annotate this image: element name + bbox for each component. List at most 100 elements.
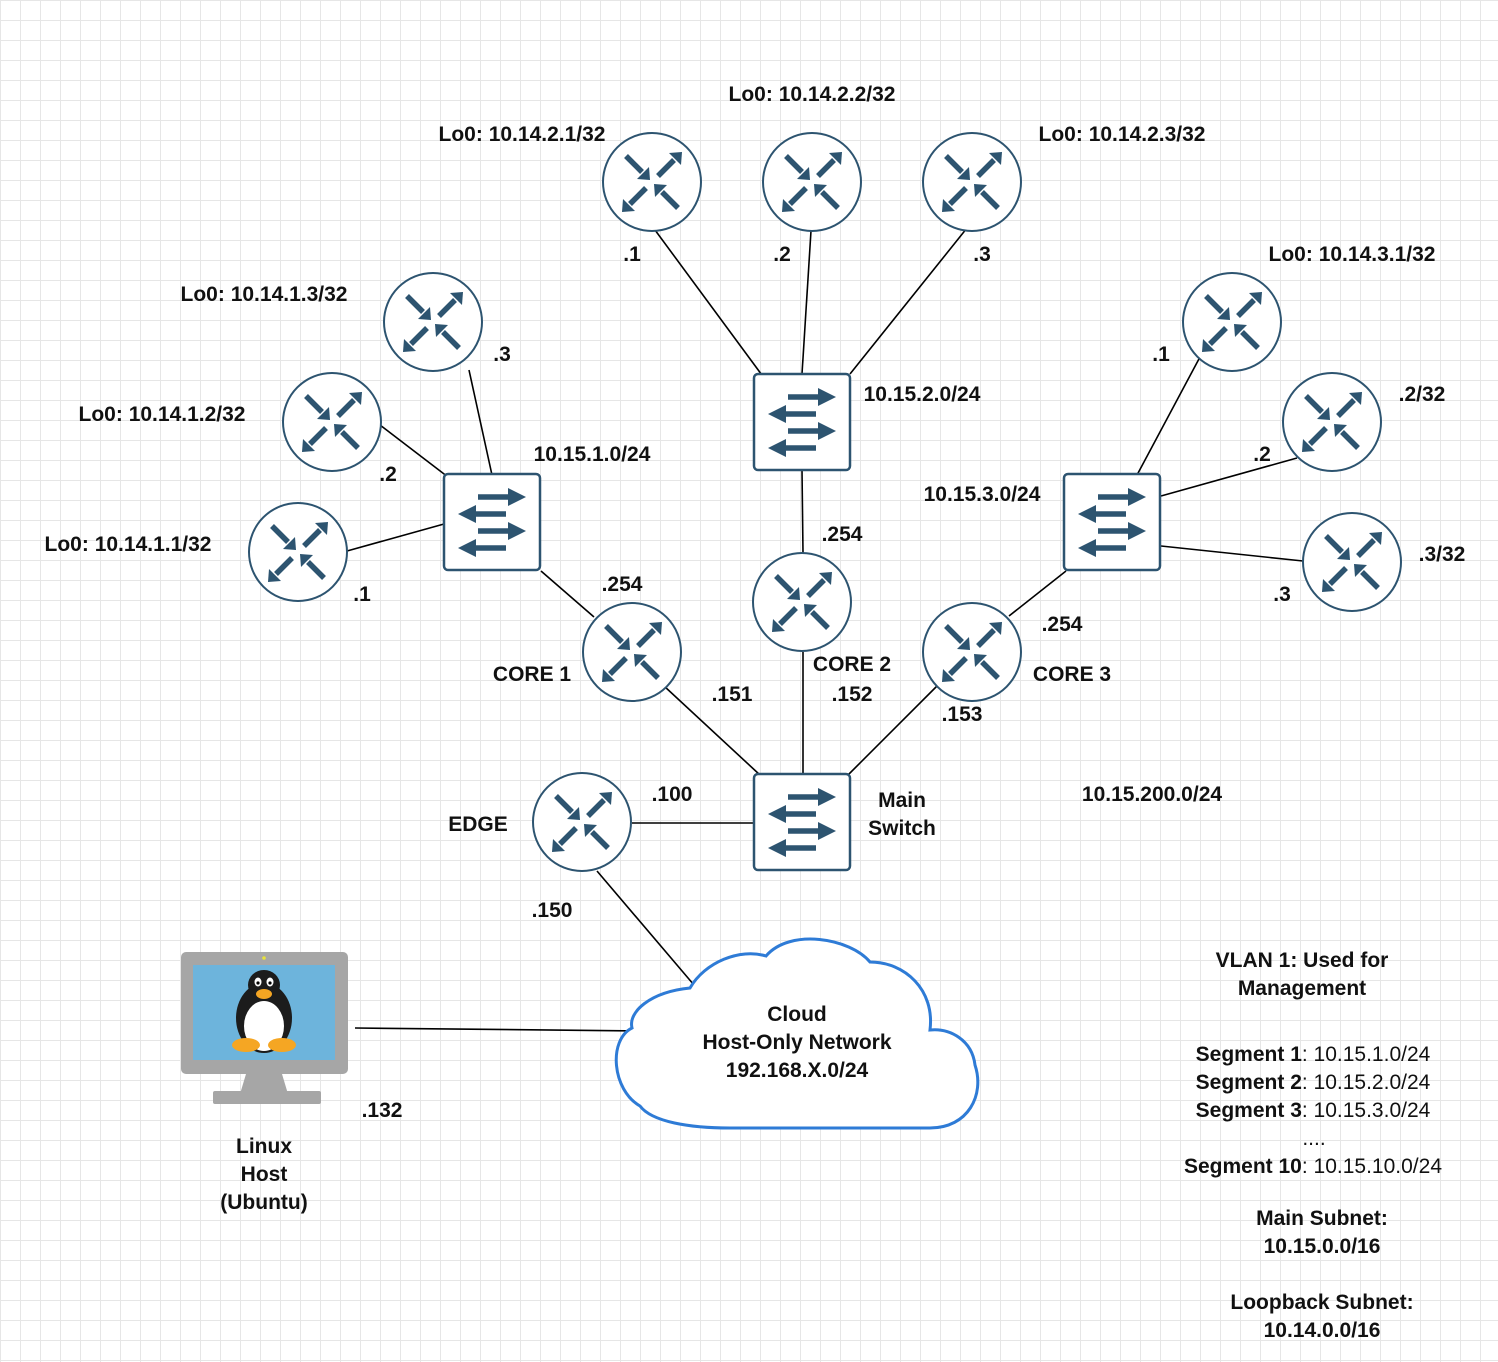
r12-loopback-label: Lo0: 10.14.1.2/32 xyxy=(79,403,246,426)
segment-line: Segment 2: 10.15.2.0/24 xyxy=(1196,1071,1431,1094)
link-seg3-core3 xyxy=(1008,570,1067,617)
r22-loopback-label: Lo0: 10.14.2.2/32 xyxy=(729,83,896,106)
switch-seg3[interactable] xyxy=(1064,474,1160,570)
link-core3-main xyxy=(847,685,938,776)
loopback-subnet-note-label: Loopback Subnet: xyxy=(1230,1291,1413,1314)
main-switch-label-line2: Switch xyxy=(868,817,936,840)
core2-up-port-label: .254 xyxy=(822,523,863,546)
cloud-icon xyxy=(614,937,980,1130)
r33-port-label: .3 xyxy=(1273,583,1291,606)
r21-loopback-label: Lo0: 10.14.2.1/32 xyxy=(439,123,606,146)
router-icon xyxy=(533,773,631,871)
r13-port-label: .3 xyxy=(493,343,511,366)
notes-panel: VLAN 1: Used for Management Segment 1: 1… xyxy=(1184,949,1442,1342)
switch-seg1[interactable] xyxy=(444,474,540,570)
router-icon xyxy=(1183,273,1281,371)
router-r12[interactable] xyxy=(283,373,381,471)
segment-line: Segment 3: 10.15.3.0/24 xyxy=(1196,1099,1431,1122)
core1-label: CORE 1 xyxy=(493,663,572,686)
linux-host[interactable]: Linux Host (Ubuntu) xyxy=(181,952,348,1214)
router-r33[interactable] xyxy=(1303,513,1401,611)
router-icon xyxy=(384,273,482,371)
core1-down-port-label: .151 xyxy=(712,683,753,706)
router-icon xyxy=(1283,373,1381,471)
cloud-network-name: Host-Only Network xyxy=(702,1031,891,1054)
core2-down-port-label: .152 xyxy=(832,683,873,706)
cloud-title: Cloud xyxy=(767,1003,826,1026)
link-r12-seg1 xyxy=(379,424,449,478)
router-r22[interactable] xyxy=(763,133,861,231)
edge-cloud-port-label: .150 xyxy=(532,899,573,922)
core3-label: CORE 3 xyxy=(1033,663,1111,686)
link-r31-seg3 xyxy=(1136,356,1201,476)
segment-ellipsis: .... xyxy=(1302,1127,1325,1150)
r32-loopback-label: .2/32 xyxy=(1399,383,1446,406)
segment-line: Segment 10: 10.15.10.0/24 xyxy=(1184,1155,1442,1178)
switch-main[interactable] xyxy=(754,774,850,870)
router-r23[interactable] xyxy=(923,133,1021,231)
router-r21[interactable] xyxy=(603,133,701,231)
main-switch-label-line1: Main xyxy=(878,789,926,812)
loopback-subnet-note-value: 10.14.0.0/16 xyxy=(1264,1319,1381,1342)
r13-loopback-label: Lo0: 10.14.1.3/32 xyxy=(181,283,348,306)
main-subnet-note-value: 10.15.0.0/16 xyxy=(1264,1235,1381,1258)
router-icon xyxy=(249,503,347,601)
switch-icon xyxy=(444,474,540,570)
r31-port-label: .1 xyxy=(1152,343,1170,366)
vlan-note-line1: VLAN 1: Used for xyxy=(1216,949,1389,972)
switch-icon xyxy=(754,774,850,870)
host-port-label: .132 xyxy=(362,1099,403,1122)
vlan-note-line2: Management xyxy=(1238,977,1366,1000)
link-seg2-core2 xyxy=(801,469,804,554)
segment-line: Segment 1: 10.15.1.0/24 xyxy=(1196,1043,1431,1066)
core3-down-port-label: .153 xyxy=(942,703,983,726)
link-r13-seg1 xyxy=(468,369,493,476)
link-edge-cloud xyxy=(596,870,695,986)
r22-port-label: .2 xyxy=(773,243,791,266)
r12-port-label: .2 xyxy=(379,463,397,486)
router-core1[interactable] xyxy=(583,603,681,701)
router-edge[interactable] xyxy=(533,773,631,871)
seg1-subnet-label: 10.15.1.0/24 xyxy=(534,443,651,466)
link-r32-seg3 xyxy=(1160,457,1298,497)
cloud-host-only-network[interactable]: Cloud Host-Only Network 192.168.X.0/24 xyxy=(614,937,980,1130)
router-core3[interactable] xyxy=(923,603,1021,701)
r23-loopback-label: Lo0: 10.14.2.3/32 xyxy=(1039,123,1206,146)
r23-port-label: .3 xyxy=(973,243,991,266)
cloud-subnet: 192.168.X.0/24 xyxy=(726,1059,869,1082)
router-core2[interactable] xyxy=(753,553,851,651)
router-icon xyxy=(923,133,1021,231)
link-core1-main xyxy=(663,685,761,776)
switch-seg2[interactable] xyxy=(754,374,850,470)
host-label-line2: Host xyxy=(241,1163,288,1186)
seg2-subnet-label: 10.15.2.0/24 xyxy=(864,383,981,406)
router-icon xyxy=(603,133,701,231)
link-r33-seg3 xyxy=(1160,545,1304,562)
link-r11-seg1 xyxy=(346,523,445,552)
link-r23-seg2 xyxy=(849,227,968,375)
link-r22-seg2 xyxy=(801,230,812,375)
edge-switch-port-label: .100 xyxy=(652,783,693,806)
tux-penguin-icon xyxy=(232,970,296,1053)
router-r13[interactable] xyxy=(384,273,482,371)
router-icon xyxy=(583,603,681,701)
router-icon xyxy=(753,553,851,651)
labels: Lo0: 10.14.2.1/32 Lo0: 10.14.2.2/32 Lo0:… xyxy=(45,83,1466,1122)
r32-port-label: .2 xyxy=(1253,443,1271,466)
router-icon xyxy=(1303,513,1401,611)
router-r32[interactable] xyxy=(1283,373,1381,471)
r11-port-label: .1 xyxy=(353,583,371,606)
main-subnet-label: 10.15.200.0/24 xyxy=(1082,783,1222,806)
edge-label: EDGE xyxy=(448,813,508,836)
r21-port-label: .1 xyxy=(623,243,641,266)
core1-up-port-label: .254 xyxy=(602,573,643,596)
host-label-line1: Linux xyxy=(236,1135,292,1158)
router-icon xyxy=(283,373,381,471)
link-host-cloud xyxy=(354,1027,644,1032)
switch-icon xyxy=(754,374,850,470)
router-r31[interactable] xyxy=(1183,273,1281,371)
links xyxy=(346,227,1304,1032)
router-r11[interactable] xyxy=(249,503,347,601)
